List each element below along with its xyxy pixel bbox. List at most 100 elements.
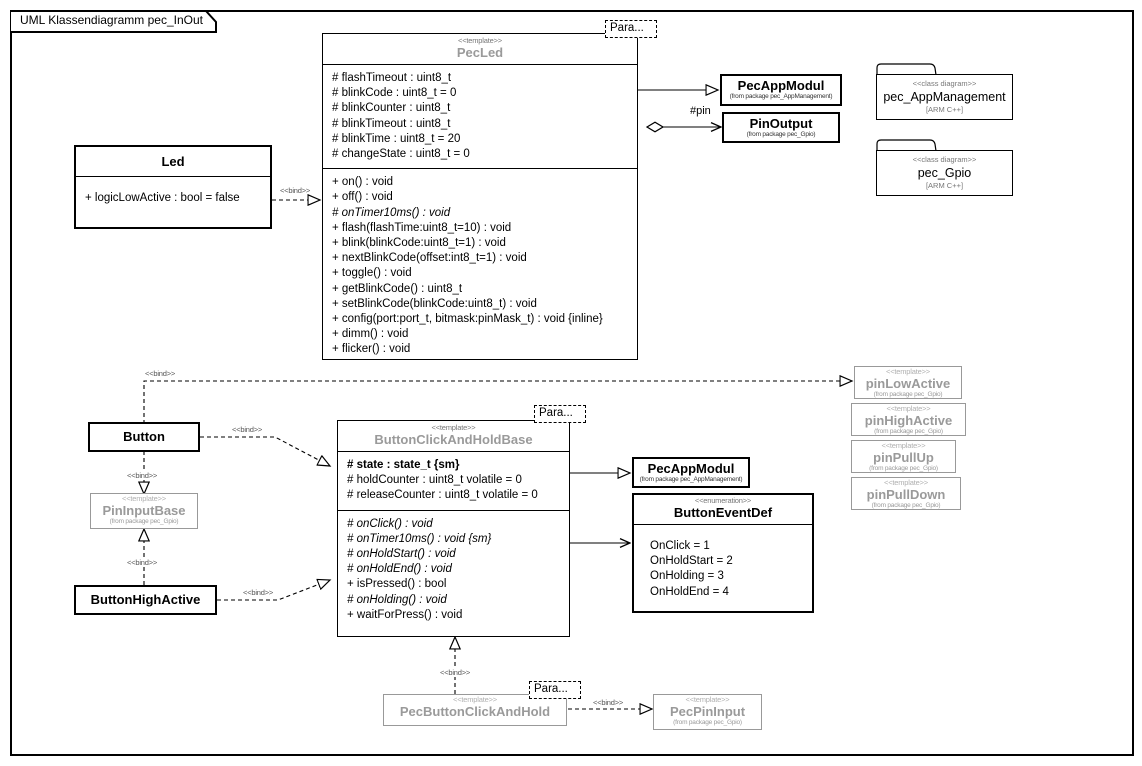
class-pinlowactive-header: <<template>> pinLowActive (from package … xyxy=(855,367,961,399)
class-pecled[interactable]: <<template>> PecLed # flashTimeout : uin… xyxy=(322,33,638,360)
class-pinpulldown[interactable]: <<template>> pinPullDown (from package p… xyxy=(851,477,961,510)
class-pecpininput[interactable]: <<template>> PecPinInput (from package p… xyxy=(653,694,762,730)
buttoneventdef-literal-3: OnHoldEnd = 4 xyxy=(650,585,729,598)
class-pinhighactive[interactable]: <<template>> pinHighActive (from package… xyxy=(851,403,966,436)
class-pecled-attributes: # flashTimeout : uint8_t# blinkCode : ui… xyxy=(323,64,637,168)
class-bchb-attributes: # state : state_t {sm} # holdCounter : ui… xyxy=(338,451,569,510)
class-pinpullup-header: <<template>> pinPullUp (from package pec… xyxy=(852,441,955,473)
class-pinpulldown-header: <<template>> pinPullDown (from package p… xyxy=(852,478,960,510)
class-button-name: Button xyxy=(123,429,165,444)
class-pinpullup[interactable]: <<template>> pinPullUp (from package pec… xyxy=(851,440,956,473)
class-buttonhighactive-name: ButtonHighActive xyxy=(90,592,201,607)
class-buttonhighactive[interactable]: ButtonHighActive xyxy=(74,585,217,615)
pecled-attribute-3: # blinkTimeout : uint8_t xyxy=(332,117,451,130)
class-pecappmodul-top-name: PecAppModul xyxy=(737,78,825,93)
led-attribute-0: + logicLowActive : bool = false xyxy=(85,192,240,204)
class-pinhighactive-package: (from package pec_Gpio) xyxy=(874,428,943,435)
class-buttoneventdef-header: <<enumeration>> ButtonEventDef xyxy=(634,495,812,524)
class-pinpulldown-package: (from package pec_Gpio) xyxy=(871,502,941,509)
class-pinpulldown-name: pinPullDown xyxy=(866,487,946,502)
label-bind-pecbch-bchb: <<bind>> xyxy=(440,668,471,677)
class-button[interactable]: Button xyxy=(88,422,200,452)
class-pecappmodul-top-header: PecAppModul (from package pec_AppManagem… xyxy=(722,76,840,101)
param-box-pecled: Para... xyxy=(605,20,657,38)
class-bchb-stereotype: <<template>> xyxy=(431,423,476,432)
class-pecappmodul-bottom-name: PecAppModul xyxy=(647,461,735,476)
bchb-attribute-0: # state : state_t {sm} xyxy=(347,459,460,471)
class-led-header: Led xyxy=(76,147,270,176)
label-bind-button-bchb: <<bind>> xyxy=(232,425,263,434)
bchb-attribute-1: # holdCounter : uint8_t volatile = 0 xyxy=(347,474,522,487)
class-pecled-name: PecLed xyxy=(456,45,504,60)
class-pinlowactive-name: pinLowActive xyxy=(865,376,951,391)
buttoneventdef-literal-1: OnHoldStart = 2 xyxy=(650,555,733,568)
class-pininputbase[interactable]: <<template>> PinInputBase (from package … xyxy=(90,493,198,529)
class-pinpullup-name: pinPullUp xyxy=(873,450,934,465)
bchb-operation-3: # onHoldEnd() : void xyxy=(347,563,452,576)
class-pecappmodul-top[interactable]: PecAppModul (from package pec_AppManagem… xyxy=(720,74,842,106)
pecled-operation-4: + blink(blinkCode:uint8_t=1) : void xyxy=(332,237,506,250)
package-tab-shape xyxy=(876,139,937,152)
class-pinoutput-header: PinOutput (from package pec_Gpio) xyxy=(724,114,838,139)
param-box-pecbch: Para... xyxy=(529,681,581,699)
class-buttoneventdef-stereotype: <<enumeration>> xyxy=(694,496,752,505)
label-bind-button-pininputbase: <<bind>> xyxy=(127,471,158,480)
class-led[interactable]: Led + logicLowActive : bool = false xyxy=(74,145,272,229)
class-pecpininput-header: <<template>> PecPinInput (from package p… xyxy=(654,695,761,727)
label-bind-pecbch-pecpininput: <<bind>> xyxy=(593,698,624,707)
bchb-operation-0: # onClick() : void xyxy=(347,517,433,530)
class-pecled-stereotype: <<template>> xyxy=(458,36,502,45)
package-pec-gpio[interactable]: <<class diagram>> pec_Gpio [ARM C++] xyxy=(876,139,1013,196)
pecled-operation-2: # onTimer10ms() : void xyxy=(332,206,451,219)
pecled-operation-3: + flash(flashTime:uint8_t=10) : void xyxy=(332,221,512,234)
class-pininputbase-header: <<template>> PinInputBase (from package … xyxy=(91,494,197,526)
buttoneventdef-literal-2: OnHolding = 3 xyxy=(650,570,724,583)
class-pecappmodul-bottom-header: PecAppModul (from package pec_AppManagem… xyxy=(634,459,748,484)
package-pec-gpio-name: pec_Gpio xyxy=(917,166,972,180)
package-pec-gpio-body: <<class diagram>> pec_Gpio [ARM C++] xyxy=(876,150,1013,196)
class-pecappmodul-bottom[interactable]: PecAppModul (from package pec_AppManagem… xyxy=(632,457,750,488)
class-pininputbase-name: PinInputBase xyxy=(102,503,186,518)
class-pinpullup-stereotype: <<template>> xyxy=(881,441,926,450)
package-pec-gpio-stereotype: <<class diagram>> xyxy=(912,155,977,164)
pecled-operation-11: + flicker() : void xyxy=(332,343,411,356)
class-pininputbase-package: (from package pec_Gpio) xyxy=(109,518,179,525)
label-bind-bha-bchb: <<bind>> xyxy=(243,588,274,597)
pecled-attribute-1: # blinkCode : uint8_t = 0 xyxy=(332,87,457,100)
package-pec-appmanagement[interactable]: <<class diagram>> pec_AppManagement [ARM… xyxy=(876,63,1013,120)
buttoneventdef-literal-0: OnClick = 1 xyxy=(650,540,710,552)
class-pinoutput-name: PinOutput xyxy=(749,116,813,131)
class-pinpulldown-stereotype: <<template>> xyxy=(884,478,928,487)
pecled-operation-0: + on() : void xyxy=(332,176,394,189)
pecled-operation-1: + off() : void xyxy=(332,191,393,204)
class-pinhighactive-header: <<template>> pinHighActive (from package… xyxy=(852,404,965,436)
class-buttoneventdef[interactable]: <<enumeration>> ButtonEventDef OnClick =… xyxy=(632,493,814,613)
class-pinlowactive-package: (from package pec_Gpio) xyxy=(873,391,943,398)
class-pecbuttonclickandhold[interactable]: <<template>> PecButtonClickAndHold xyxy=(383,694,567,726)
pecled-operation-8: + setBlinkCode(blinkCode:uint8_t) : void xyxy=(332,297,537,310)
class-pecled-header: <<template>> PecLed xyxy=(323,34,637,64)
class-buttoneventdef-name: ButtonEventDef xyxy=(673,505,773,520)
pecled-operation-5: + nextBlinkCode(offset:int8_t=1) : void xyxy=(332,252,527,265)
package-pec-appmanagement-name: pec_AppManagement xyxy=(883,90,1006,104)
class-bchb-name: ButtonClickAndHoldBase xyxy=(374,432,533,447)
bchb-operation-1: # onTimer10ms() : void {sm} xyxy=(347,532,492,545)
label-bind-bha-pininputbase: <<bind>> xyxy=(127,558,158,567)
class-pinlowactive[interactable]: <<template>> pinLowActive (from package … xyxy=(854,366,962,399)
bchb-operation-2: # onHoldStart() : void xyxy=(347,548,456,561)
pecled-operation-6: + toggle() : void xyxy=(332,267,412,280)
package-pec-appmanagement-stereotype: <<class diagram>> xyxy=(912,79,977,88)
class-bchb-operations: # onClick() : void # onTimer10ms() : void… xyxy=(338,509,569,629)
bchb-operation-4: + isPressed() : bool xyxy=(347,578,447,591)
class-pinoutput[interactable]: PinOutput (from package pec_Gpio) xyxy=(722,112,840,143)
connector-button-to-pinlowactive xyxy=(143,381,852,424)
class-pecpininput-stereotype: <<template>> xyxy=(685,695,730,704)
class-buttonclickandholdbase[interactable]: <<template>> ButtonClickAndHoldBase # st… xyxy=(337,420,570,637)
bchb-operation-6: + waitForPress() : void xyxy=(347,608,463,621)
class-buttoneventdef-literals: OnClick = 1 OnHoldStart = 2 OnHolding = 3 O… xyxy=(634,524,812,606)
class-pecbuttonclickandhold-name: PecButtonClickAndHold xyxy=(399,704,551,719)
class-pecpininput-package: (from package pec_Gpio) xyxy=(673,719,742,726)
package-pec-appmanagement-lang: [ARM C++] xyxy=(925,105,964,114)
package-pec-appmanagement-body: <<class diagram>> pec_AppManagement [ARM… xyxy=(876,74,1013,120)
